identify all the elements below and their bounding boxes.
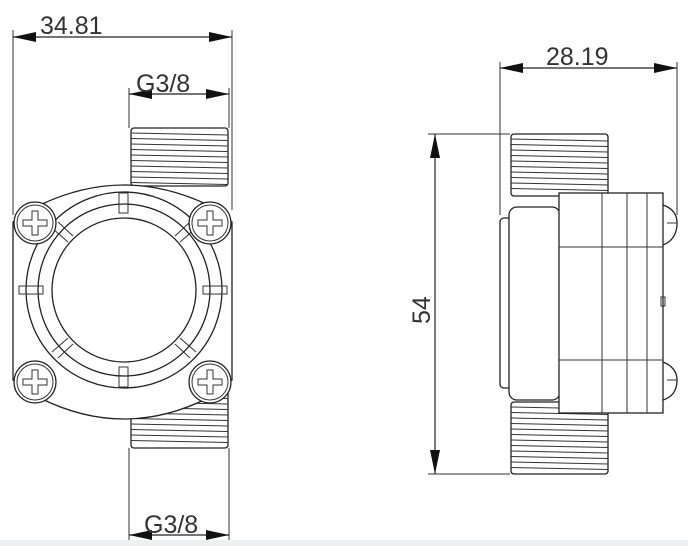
front-view: 34.81 G3/8 (12, 12, 233, 541)
thread-line (130, 165, 229, 169)
thread-line (510, 450, 609, 454)
screw-icon (13, 201, 57, 245)
arrow-up-icon (430, 134, 440, 158)
flow-sensor-body-side (499, 192, 678, 414)
thread-line (510, 456, 609, 459)
arrow-left-icon (13, 32, 36, 42)
thread-line (510, 182, 609, 186)
thread-line (510, 138, 609, 142)
bottom-thread-label: G3/8 (144, 511, 198, 539)
arrow-right-icon (654, 63, 677, 73)
bottom-thread-dimension: G3/8 (128, 448, 230, 541)
width-dimension-label: 34.81 (40, 12, 103, 40)
arrow-left-icon (129, 89, 152, 99)
thread-line (510, 439, 609, 443)
thread-line (510, 188, 609, 191)
thread-line (130, 132, 229, 136)
height-dimension: 54 (408, 133, 510, 475)
arrow-right-icon (209, 32, 232, 42)
depth-dimension-label: 28.19 (546, 43, 609, 71)
screw-icon (13, 360, 57, 404)
thread-line (130, 418, 229, 421)
arrow-right-icon (206, 530, 229, 540)
thread-line (510, 144, 609, 147)
screws (13, 201, 232, 404)
thread-line (130, 423, 229, 427)
thread-line (130, 429, 229, 432)
thread-line (510, 428, 609, 432)
arrow-left-icon (500, 63, 523, 73)
bottom-edge (0, 540, 688, 546)
thread-line (130, 434, 229, 438)
screw-head-top (662, 204, 678, 246)
arrow-left-icon (129, 530, 152, 540)
arrow-down-icon (430, 450, 440, 474)
thread-line (510, 177, 609, 180)
top-thread-label: G3/8 (136, 70, 190, 98)
thread-line (510, 445, 609, 448)
thread-line (130, 149, 229, 152)
top-thread (510, 133, 609, 197)
thread-line (510, 417, 609, 421)
arrow-right-icon (206, 89, 229, 99)
thread-line (510, 423, 609, 426)
depth-dimension: 28.19 (499, 43, 678, 215)
thread-line (130, 154, 229, 158)
side-view: 28.19 54 (408, 43, 678, 475)
thread-line (510, 155, 609, 158)
thread-line (130, 138, 229, 141)
thread-line (130, 171, 229, 174)
thread-line (510, 461, 609, 465)
top-thread (130, 127, 229, 187)
height-dimension-label: 54 (408, 296, 436, 324)
thread-line (510, 149, 609, 153)
screw-icon (188, 360, 232, 404)
screw-head-bottom (662, 361, 678, 401)
thread-line (510, 434, 609, 437)
thread-line (130, 160, 229, 163)
thread-line (130, 182, 229, 185)
top-thread-dimension: G3/8 (128, 70, 230, 128)
thread-line (510, 467, 609, 470)
thread-line (130, 176, 229, 180)
thread-line (510, 160, 609, 164)
width-dimension: 34.81 (12, 12, 233, 215)
thread-line (130, 143, 229, 147)
thread-line (130, 440, 229, 443)
screw-icon (188, 201, 232, 245)
thread-line (510, 171, 609, 175)
thread-line (510, 166, 609, 169)
